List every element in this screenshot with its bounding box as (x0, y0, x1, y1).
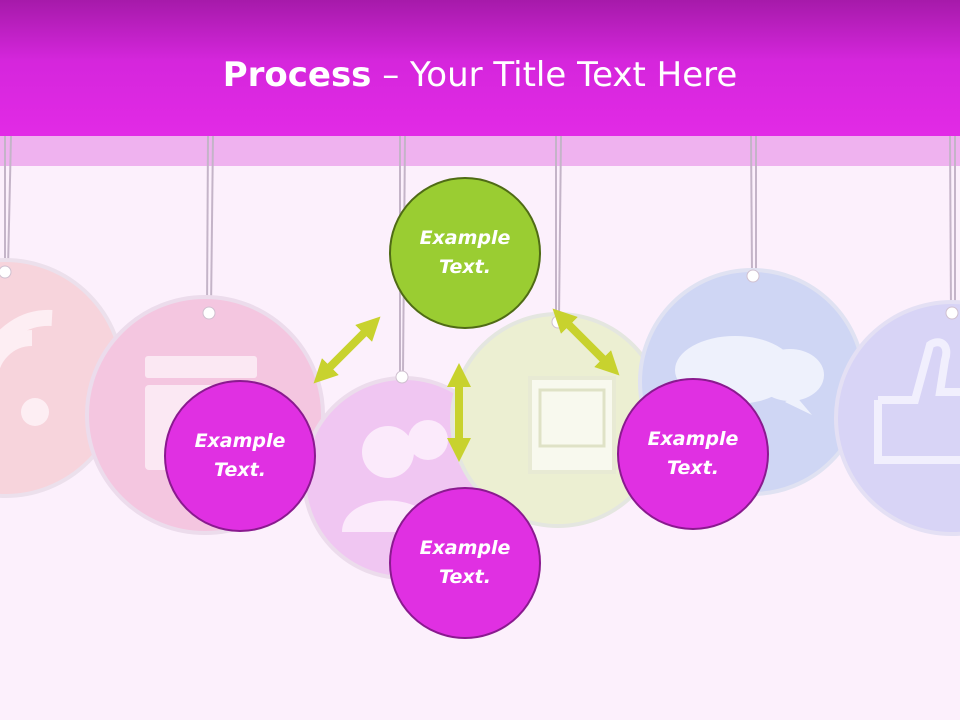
node-top: Example Text. (389, 177, 541, 329)
header-bar (0, 0, 960, 136)
node-left-line1: Example (194, 430, 286, 452)
arrow-left-top (313, 316, 381, 384)
node-left: Example Text. (164, 380, 316, 532)
node-bottom-line2: Text. (439, 566, 491, 588)
page-title: Process – Your Title Text Here (0, 52, 960, 98)
node-bottom: Example Text. (389, 487, 541, 639)
node-top-line1: Example (419, 227, 511, 249)
node-right-line2: Text. (667, 457, 719, 479)
title-rest: – Your Title Text Here (371, 55, 738, 95)
rss-icon (0, 309, 53, 369)
picture-icon (528, 376, 616, 474)
node-bottom-line1: Example (419, 537, 511, 559)
thumbs-up-tag (834, 300, 960, 536)
node-right: Example Text. (617, 378, 769, 530)
thumbs-up-icon (874, 338, 960, 464)
title-bold: Process (222, 55, 372, 95)
node-right-line1: Example (647, 428, 739, 450)
node-top-line2: Text. (439, 256, 491, 278)
node-left-line2: Text. (214, 459, 266, 481)
arrow-right-top (552, 308, 620, 376)
header-band (0, 136, 960, 166)
